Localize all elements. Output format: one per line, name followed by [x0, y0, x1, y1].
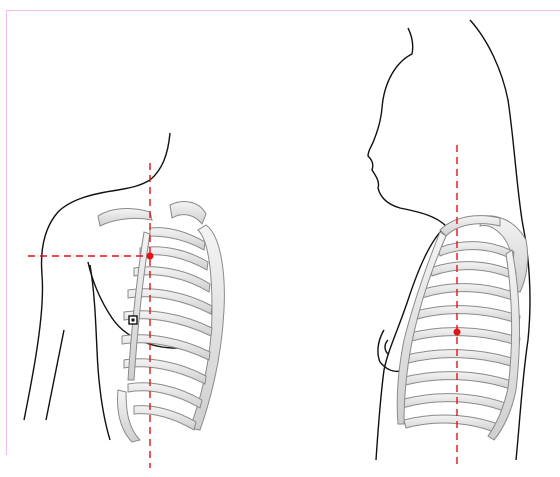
left-sternum [128, 232, 150, 380]
right-intersection-point [454, 329, 461, 336]
left-figure [24, 133, 224, 468]
left-intersection-point [147, 253, 154, 260]
right-figure [368, 20, 530, 468]
square-marker-icon [129, 316, 137, 324]
right-ribcage [397, 216, 527, 440]
left-clavicle [98, 209, 152, 226]
left-ribcage [98, 202, 224, 442]
left-scapula [170, 202, 206, 224]
right-spine [488, 250, 519, 440]
left-body-outline [24, 133, 185, 440]
